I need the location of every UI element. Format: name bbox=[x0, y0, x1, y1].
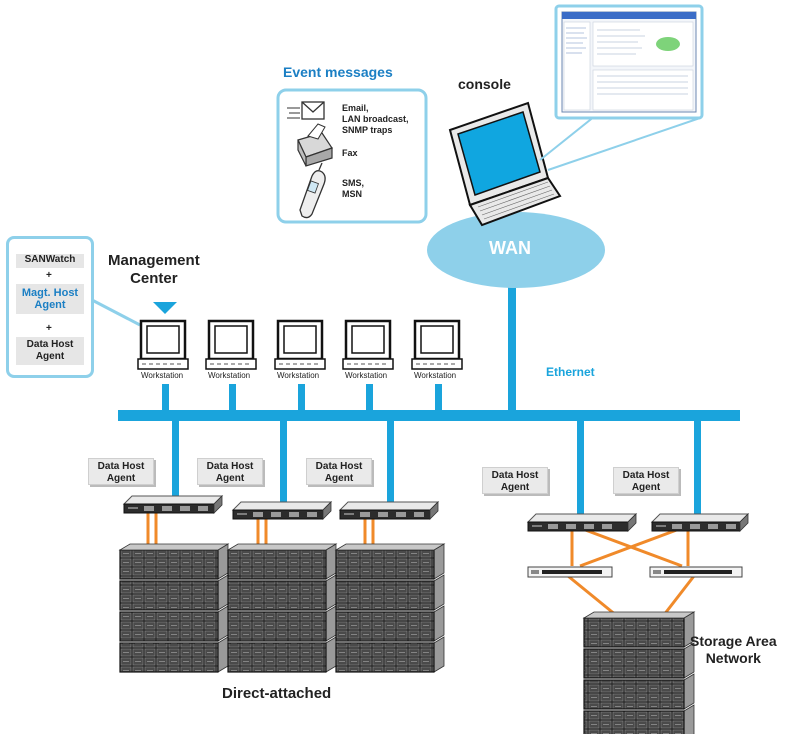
server-icon bbox=[122, 495, 224, 514]
server-icon bbox=[338, 501, 440, 520]
ethernet-label: Ethernet bbox=[546, 365, 595, 379]
workstation-icon bbox=[411, 319, 463, 370]
workstation-label-1: Workstation bbox=[141, 371, 184, 380]
workstation-icon bbox=[137, 319, 189, 370]
storage-enclosure-stack-icon bbox=[118, 543, 230, 673]
data-host-agent-label-1: Data Host Agent bbox=[88, 458, 154, 485]
console-callout-line-2 bbox=[547, 117, 701, 171]
laptop-icon bbox=[448, 101, 562, 227]
hardware bbox=[118, 495, 750, 739]
workstation-label-4: Workstation bbox=[345, 371, 388, 380]
fc-link bbox=[579, 526, 683, 568]
console-label: console bbox=[458, 76, 511, 92]
workstation-icon bbox=[274, 319, 326, 370]
fax-icon bbox=[297, 123, 333, 167]
agent-panel-connector bbox=[91, 298, 141, 327]
wan-uplink bbox=[508, 268, 516, 412]
server-drops bbox=[172, 420, 701, 516]
fc-switch-icon bbox=[649, 566, 743, 578]
agent-plus-2: + bbox=[46, 323, 52, 334]
event-item-sms-label: SMS, MSN bbox=[342, 178, 365, 199]
workstation-icon bbox=[342, 319, 394, 370]
san-storage-stack-icon bbox=[582, 611, 696, 739]
agent-plus-1: + bbox=[46, 270, 52, 281]
data-host-agent-mgmt-label: Data Host Agent bbox=[16, 337, 84, 365]
console-screenshot-thumbnail bbox=[554, 4, 704, 120]
direct-attached-label: Direct-attached bbox=[222, 685, 332, 702]
san-label: Storage Area Network bbox=[690, 633, 777, 666]
data-host-agent-label-3: Data Host Agent bbox=[306, 458, 372, 485]
workstations bbox=[137, 319, 463, 370]
phone-icon bbox=[299, 162, 326, 219]
wan-label: WAN bbox=[489, 238, 531, 258]
fc-switch-icon bbox=[527, 566, 613, 578]
ethernet-backbone bbox=[118, 410, 740, 421]
workstation-drops bbox=[162, 384, 442, 412]
magt-host-agent-label: Magt. Host Agent bbox=[16, 284, 84, 314]
server-icon bbox=[526, 513, 638, 532]
server-icon bbox=[650, 513, 750, 532]
data-host-agent-label-5: Data Host Agent bbox=[613, 467, 679, 494]
event-messages-title: Event messages bbox=[283, 64, 393, 80]
server-icon bbox=[231, 501, 333, 520]
console-callout-line bbox=[539, 111, 601, 161]
sanwatch-label: SANWatch bbox=[16, 254, 84, 268]
management-pointer-icon bbox=[153, 302, 177, 314]
event-item-fax-label: Fax bbox=[342, 148, 358, 158]
workstation-label-3: Workstation bbox=[277, 371, 320, 380]
envelope-icon bbox=[287, 101, 325, 120]
storage-enclosure-stack-icon bbox=[226, 543, 338, 673]
data-host-agent-label-4: Data Host Agent bbox=[482, 467, 548, 494]
event-item-email-label: Email, LAN broadcast, SNMP traps bbox=[342, 103, 409, 135]
workstation-label-2: Workstation bbox=[208, 371, 251, 380]
data-host-agent-label-2: Data Host Agent bbox=[197, 458, 263, 485]
management-center-label: Management Center bbox=[108, 252, 200, 287]
wan-cloud bbox=[427, 212, 605, 288]
workstation-label-5: Workstation bbox=[414, 371, 457, 380]
workstation-icon bbox=[205, 319, 257, 370]
storage-enclosure-stack-icon bbox=[334, 543, 446, 673]
